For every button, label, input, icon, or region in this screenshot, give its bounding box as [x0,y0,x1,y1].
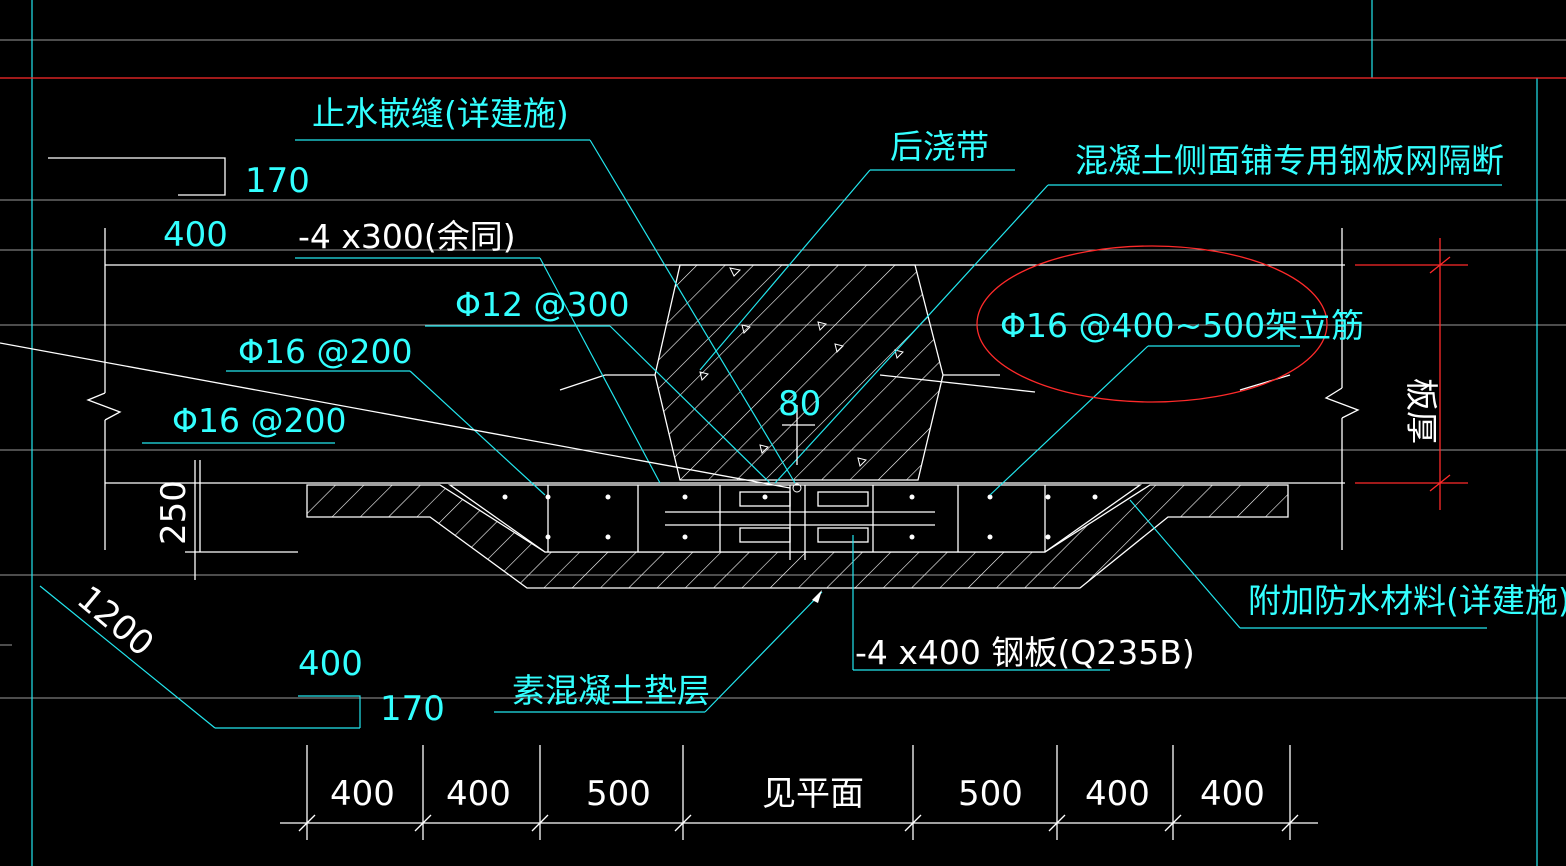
bottom-dim-2: 400 [446,774,511,814]
red-markup [976,238,1468,510]
dim-bottom-400: 400 [298,644,363,684]
bottom-dim-5: 500 [958,774,1023,814]
dim-80: 80 [778,384,821,424]
rebar-grid [502,374,1291,560]
bottom-dim-7: 400 [1200,774,1265,814]
dim-250: 250 [154,480,194,545]
bottom-dim-6: 400 [1085,774,1150,814]
leader-lines [0,139,1502,729]
rebar-16-200-label-a: Φ16 @200 [238,332,412,371]
concrete-aggregate-dots [699,267,904,467]
rebar-16-200-label-b: Φ16 @200 [172,401,346,440]
plain-concrete-label: 素混凝土垫层 [512,671,710,710]
bottom-dim-4: 见平面 [762,774,864,814]
dim-bottom-170: 170 [380,689,445,729]
post-pour-strip-hatch [654,264,944,481]
bottom-dim-chain [280,745,1318,840]
sump-concrete-core [447,484,1143,553]
dim-top-400: 400 [163,215,228,255]
rebar-12-300-label: Φ12 @300 [455,285,629,324]
waterstop-label: 止水嵌缝(详建施) [312,94,569,133]
steel-plate-label: -4 x400 钢板(Q235B) [855,633,1195,672]
support-bar-label: Φ16 @400~500架立筋 [1000,306,1364,345]
bottom-dim-1: 400 [330,774,395,814]
steel-mesh-label: 混凝土侧面铺专用钢板网隔断 [1075,141,1504,180]
slab-thickness-label: 板厚 [1402,378,1441,444]
extra-waterproof-label: 附加防水材料(详建施) [1248,581,1566,620]
dim-top-170: 170 [245,161,310,201]
bottom-dim-3: 500 [586,774,651,814]
post-pour-strip-label: 后浇带 [890,127,989,166]
steel-plate-spec-label: -4 x300(余同) [298,217,516,256]
